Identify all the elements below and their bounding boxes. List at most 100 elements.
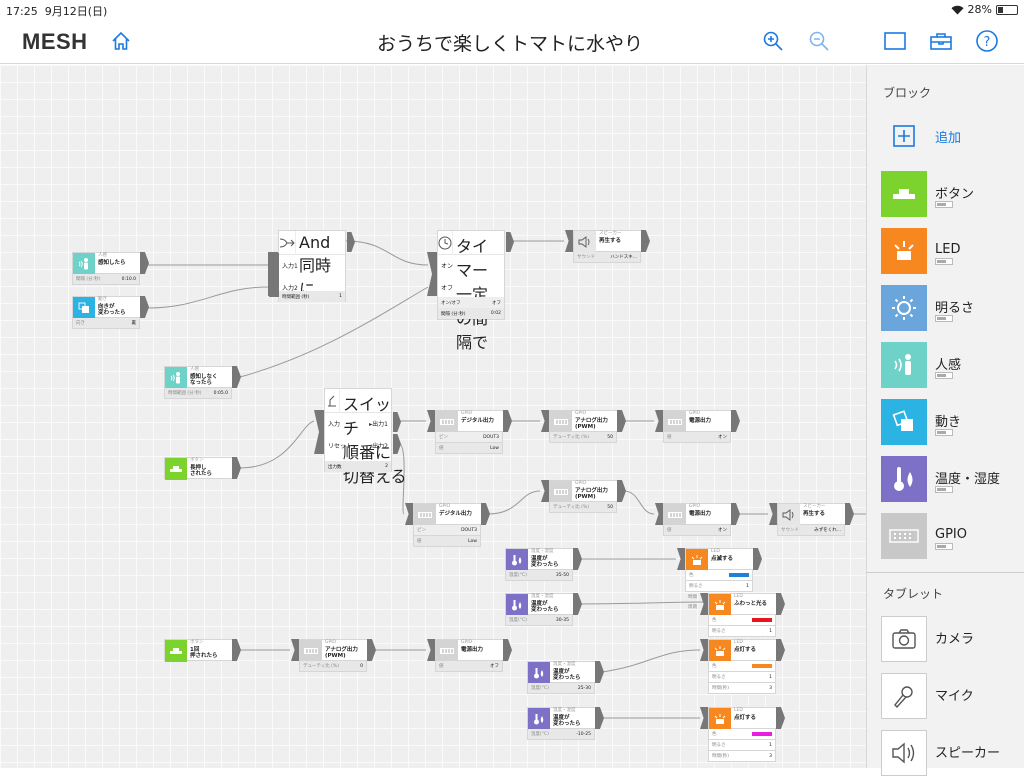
speaker-icon [778, 504, 800, 526]
input-label: オフ [441, 285, 454, 292]
param-value: 25-30 [577, 685, 591, 691]
wire [147, 286, 269, 309]
hidden-params: 時間周期 [688, 595, 697, 610]
block-category: GPIO [689, 504, 701, 509]
param-label: 色 [689, 573, 694, 578]
param-value: 2 [385, 464, 388, 469]
param-value: オフ [492, 300, 501, 306]
block-palette-item[interactable]: 動き [881, 399, 1021, 445]
param-label: 間隔 (分:秒) [441, 311, 466, 317]
and-logic-block[interactable]: And同時に 入力1 入力2 時間範囲 (秒)1 [269, 230, 355, 302]
param-label: オン/オフ [441, 300, 461, 306]
param-value: ハンドスキ... [610, 255, 637, 260]
thermometer-icon [528, 662, 550, 684]
block-palette-label: GPIO [935, 526, 967, 542]
block-category: GPIO [325, 640, 337, 645]
wifi-icon [951, 5, 964, 14]
battery-indicator-icon [935, 315, 953, 322]
param-label: 色 [712, 664, 717, 669]
camera-icon [881, 616, 927, 662]
block-palette-item[interactable]: LED [881, 228, 1021, 274]
output-connector[interactable] [140, 252, 149, 274]
block-label: 1回 押されたら [190, 647, 218, 660]
param-label: 色 [712, 732, 717, 737]
block-category: スイッチ [343, 395, 392, 438]
led-icon [709, 594, 731, 616]
block-category: LED [734, 708, 743, 713]
param-value: 0:02 [490, 311, 501, 316]
param-label: 明るさ [689, 584, 703, 589]
param-label: 温度(°C) [531, 732, 549, 737]
param-value: 30-35 [555, 617, 569, 623]
speaker-icon [574, 231, 596, 253]
param-value: DOUT3 [483, 434, 499, 440]
battery-indicator-icon [935, 429, 953, 436]
battery-indicator-icon [935, 201, 953, 208]
app-logo: MESH [22, 29, 88, 54]
microphone-icon [881, 673, 927, 719]
param-label: 時間(秒) [712, 686, 730, 691]
block-palette-label: LED [935, 241, 961, 257]
tablet-palette-item[interactable]: マイク [881, 673, 1021, 719]
battery-indicator-icon [935, 543, 953, 550]
param-value: 3 [769, 753, 772, 759]
gpio-icon [550, 411, 572, 433]
add-icon [881, 113, 927, 159]
speaker-icon [881, 730, 927, 776]
window-icon[interactable] [882, 28, 908, 54]
block-palette-item[interactable]: GPIO [881, 513, 1021, 559]
block-palette-label: 温度・湿度 [935, 471, 1001, 487]
param-label: 色 [712, 618, 717, 623]
block-category: 温度・湿度 [553, 662, 576, 667]
param-value: 0:05.0 [213, 390, 228, 396]
param-label: 値 [667, 435, 672, 440]
battery-indicator-icon [935, 486, 953, 493]
battery-indicator-icon [935, 258, 953, 265]
tablet-palette-label: カメラ [935, 631, 975, 647]
zoom-out-icon[interactable] [806, 28, 832, 54]
color-swatch [752, 664, 772, 668]
block-label: ふわっと光る [734, 601, 768, 607]
zoom-in-icon[interactable] [760, 28, 786, 54]
block-category: 温度・湿度 [553, 708, 576, 713]
connection-wires [147, 240, 866, 719]
wire [623, 490, 655, 515]
gpio-icon [664, 411, 686, 433]
block-category: 温度・湿度 [531, 549, 554, 554]
tablet-palette-label: スピーカー [935, 745, 1001, 761]
block-category: GPIO [461, 411, 473, 416]
tablet-palette-item[interactable]: スピーカー [881, 730, 1021, 776]
block-label: 再生する [803, 511, 826, 517]
block-category: スピーカー [803, 504, 826, 509]
output-connector[interactable] [140, 296, 149, 318]
home-icon[interactable] [108, 28, 134, 54]
block-label: 向きが 変わったら [98, 304, 126, 317]
move-block-icon [881, 399, 927, 445]
help-icon[interactable]: ? [974, 28, 1000, 54]
add-block-button[interactable]: 追加 [881, 113, 1021, 159]
status-time: 17:25 9月12日(日) [6, 5, 108, 18]
tablet-palette-item[interactable]: カメラ [881, 616, 1021, 662]
block-label: アナログ出力 (PWM) [325, 647, 358, 660]
led-block-icon [881, 228, 927, 274]
sidebar-divider [867, 572, 1024, 573]
block-palette-item[interactable]: 温度・湿度 [881, 456, 1021, 502]
param-label: 値 [439, 664, 444, 669]
wire [579, 601, 707, 605]
toolbox-icon[interactable] [928, 28, 954, 54]
block-palette-item[interactable]: 人感 [881, 342, 1021, 388]
block-palette-label: 明るさ [935, 300, 975, 316]
block-palette-item[interactable]: 明るさ [881, 285, 1021, 331]
gpio-icon [881, 513, 927, 559]
add-label: 追加 [935, 130, 962, 146]
battery-percent: 28% [967, 3, 992, 16]
block-label: 点灯する [734, 715, 757, 721]
block-category: GPIO [575, 481, 587, 486]
wire [345, 240, 429, 266]
recipe-canvas[interactable]: 人感感知したら 間隔 (分:秒)0:10.0 動き向きが 変わったら 向き裏 A… [0, 65, 866, 768]
block-palette-item[interactable]: ボタン [881, 171, 1021, 217]
param-label: 明るさ [712, 629, 726, 634]
